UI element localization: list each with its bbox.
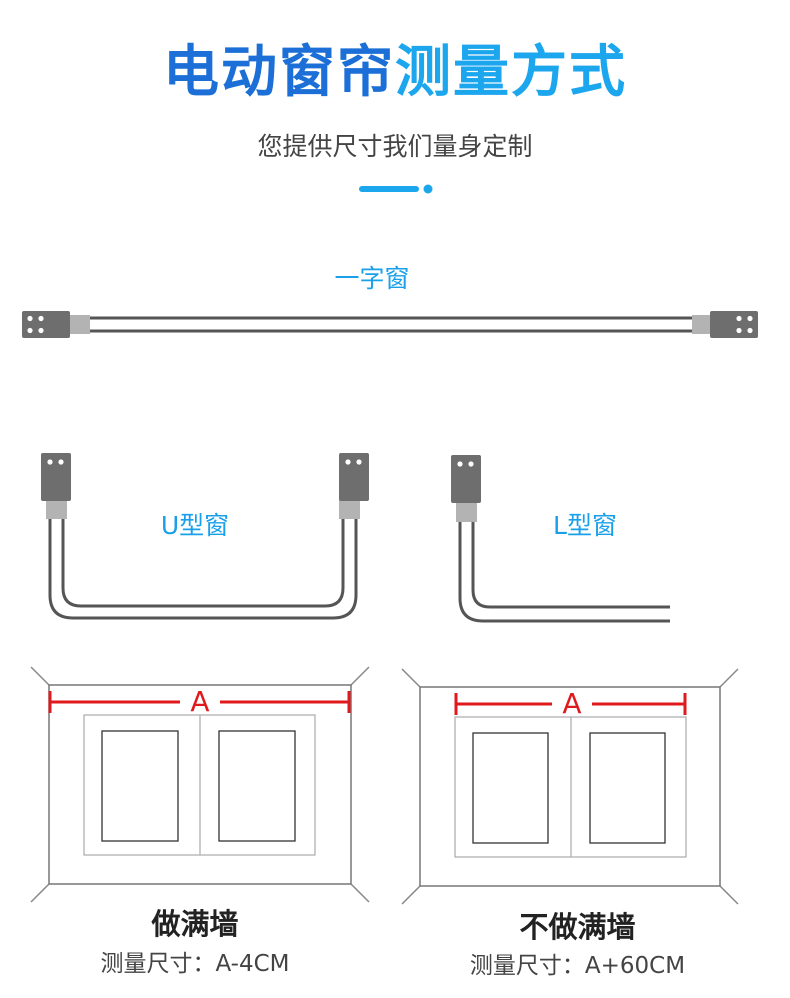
full-wall-formula: 测量尺寸：A-4CM <box>100 951 290 977</box>
not-full-wall-caption: 不做满墙 <box>519 910 636 944</box>
title-divider <box>359 184 433 194</box>
straight-track-label: 一字窗 <box>334 264 410 293</box>
full-wall-diagram <box>30 666 370 903</box>
u-right-bracket <box>339 453 369 501</box>
u-track-diagram <box>41 453 369 620</box>
u-left-bracket <box>41 453 71 501</box>
page-subtitle: 您提供尺寸我们量身定制 <box>257 132 533 161</box>
full-wall-measure-letter: A <box>190 685 210 718</box>
title-part-1: 电动窗帘 <box>163 40 395 105</box>
not-full-wall-diagram <box>401 668 739 905</box>
full-wall-caption: 做满墙 <box>151 907 239 941</box>
u-track-label: U型窗 <box>160 511 230 540</box>
not-full-wall-measure-line <box>454 693 687 715</box>
straight-right-bracket <box>710 311 758 338</box>
title-part-2: 测量方式 <box>395 40 627 105</box>
l-bracket <box>451 455 481 503</box>
not-full-wall-formula: 测量尺寸：A+60CM <box>469 953 686 979</box>
straight-left-bracket <box>22 311 70 338</box>
straight-track-diagram <box>22 311 758 338</box>
page-title: 电动窗帘测量方式 <box>0 38 790 108</box>
not-full-wall-measure-letter: A <box>562 687 582 720</box>
l-track-label: L型窗 <box>553 511 617 540</box>
full-wall-measure-line <box>48 691 351 713</box>
l-track-diagram <box>451 455 670 623</box>
